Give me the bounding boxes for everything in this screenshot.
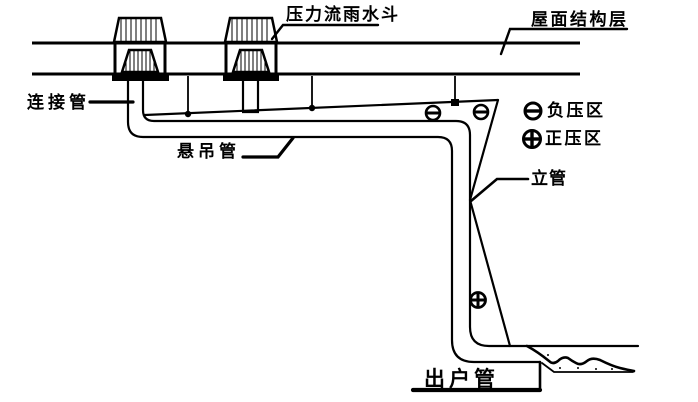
leader-roof-structure <box>499 27 629 56</box>
pipe-run <box>126 79 640 364</box>
leader-riser-pipe <box>469 177 530 203</box>
connecting-pipe-2 <box>241 81 260 114</box>
label-connecting-pipe: 连接管 <box>27 93 90 112</box>
circled-minus-icon <box>523 101 543 121</box>
rain-hopper-2 <box>223 16 279 114</box>
outlet-and-ground <box>410 344 636 393</box>
circled-plus-icon <box>522 129 542 149</box>
riser-pressure-envelope <box>468 98 512 348</box>
pipe-inner-edge <box>141 79 640 348</box>
label-suspended-pipe: 悬吊管 <box>177 142 240 161</box>
leader-rain-hopper <box>270 23 380 41</box>
legend-label-positive-zone: 正压区 <box>545 129 604 148</box>
label-riser-pipe: 立管 <box>531 169 567 188</box>
label-roof-structure: 屋面结构层 <box>531 10 629 29</box>
positive-pressure-symbol-1 <box>469 291 487 309</box>
negative-pressure-symbol-1 <box>424 104 442 122</box>
ground-break-line <box>525 344 636 373</box>
leader-suspended-pipe <box>241 136 295 159</box>
rain-hopper-1 <box>112 16 169 81</box>
negative-pressure-symbol-2 <box>472 103 490 121</box>
legend-label-negative-zone: 负压区 <box>547 101 606 120</box>
ground-base-line <box>541 362 634 373</box>
suspended-pipe-top-edge <box>143 98 500 117</box>
pipe-outer-edge <box>126 79 542 364</box>
label-rain-hopper: 压力流雨水斗 <box>286 5 400 24</box>
label-outlet-pipe: 出户管 <box>424 367 499 391</box>
hanger-rods <box>184 76 459 118</box>
